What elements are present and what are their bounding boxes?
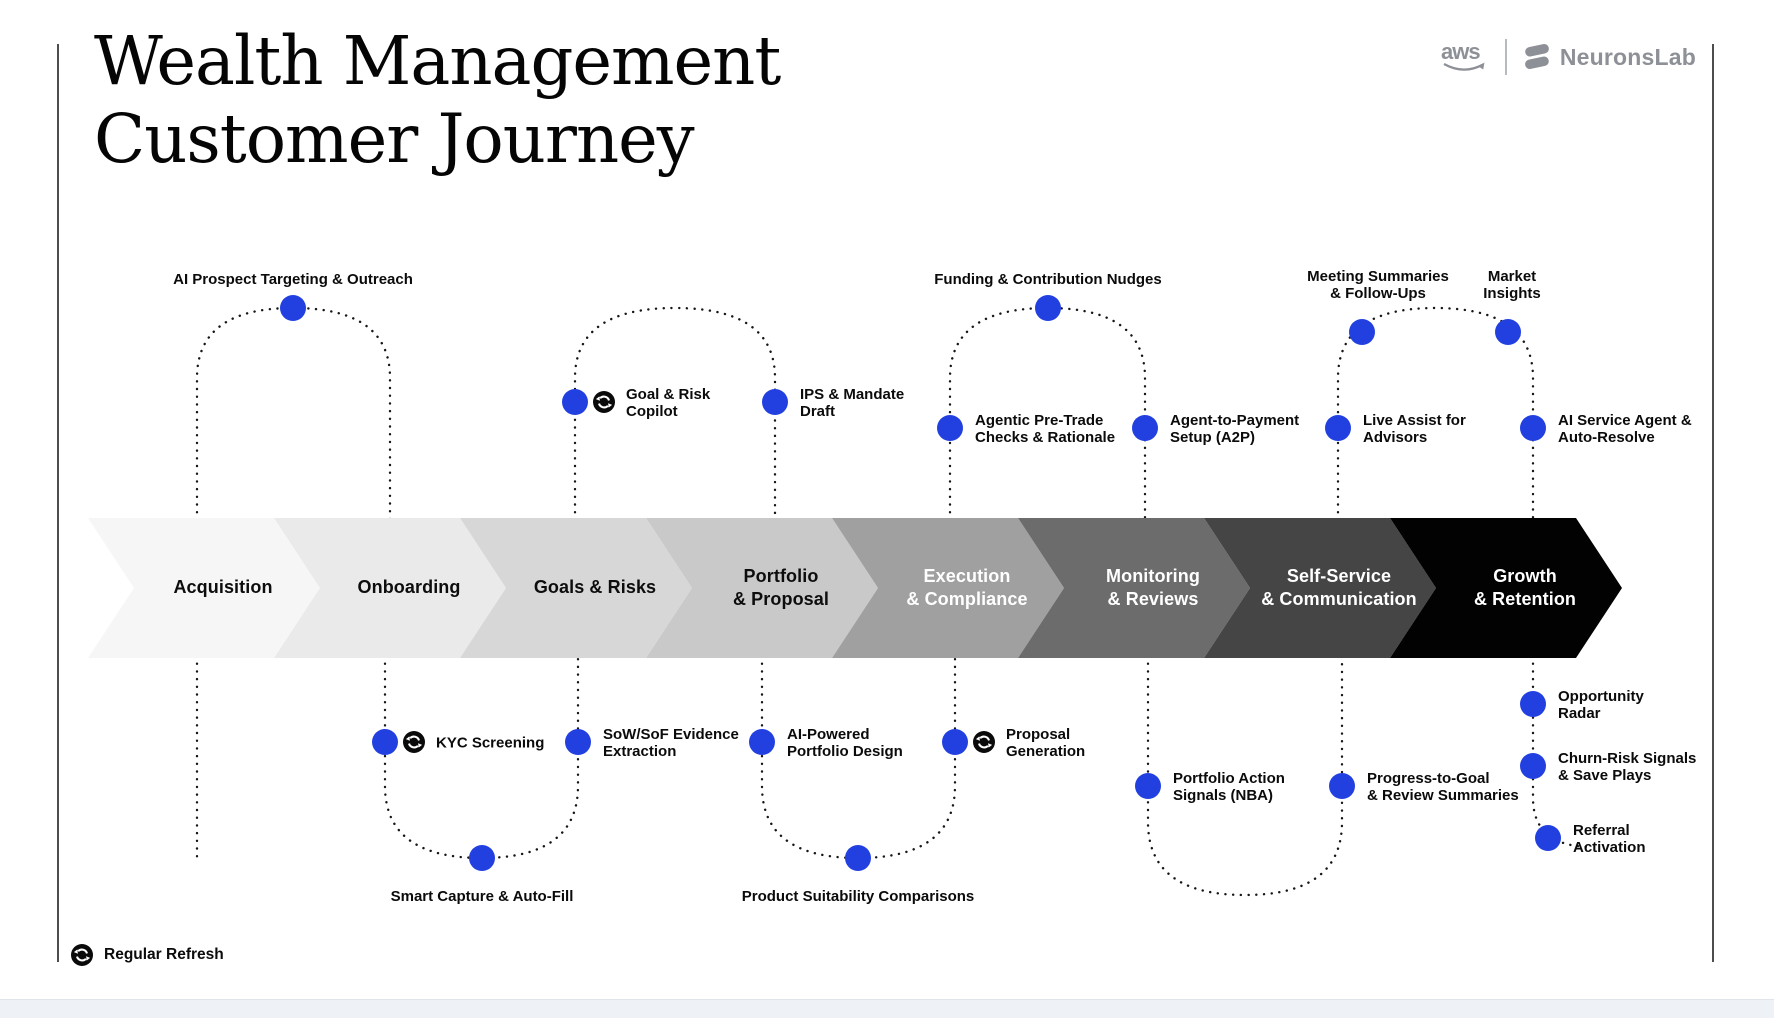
neuronslab-logo: NeuronsLab xyxy=(1522,43,1696,71)
stage-label: Execution xyxy=(923,565,1011,586)
ai-powered-portfolio-design-dot xyxy=(749,729,775,755)
aws-logo-text: aws xyxy=(1441,39,1480,64)
agent-to-payment-setup-dot xyxy=(1132,415,1158,441)
legend-regular-refresh: Regular Refresh xyxy=(70,943,224,967)
regular-refresh-icon xyxy=(70,943,94,967)
page-title: Wealth Management Customer Journey xyxy=(94,22,781,179)
stage-portfolio-proposal: Portfolio & Proposal xyxy=(646,518,878,658)
live-assist-advisors-dot xyxy=(1325,415,1351,441)
right-frame-rule xyxy=(1712,44,1714,962)
churn-risk-signals-save-plays-label: Churn-Risk Signals& Save Plays xyxy=(1558,749,1697,784)
stage-label: Monitoring xyxy=(1106,565,1200,586)
sow-sof-evidence-extraction-dot xyxy=(565,729,591,755)
goal-risk-copilot-dot xyxy=(562,389,588,415)
arc-bottom-portfolio xyxy=(760,654,957,860)
meeting-summaries-followups-dot xyxy=(1349,319,1375,345)
header-logos: aws NeuronsLab xyxy=(1438,38,1696,76)
left-frame-rule xyxy=(57,44,59,962)
neuronslab-icon xyxy=(1524,43,1549,70)
funding-contribution-nudges-label: Funding & Contribution Nudges xyxy=(934,270,1162,288)
product-suitability-comparisons-label: Product Suitability Comparisons xyxy=(741,888,975,905)
regular-refresh-icon xyxy=(972,730,996,754)
regular-refresh-icon xyxy=(592,390,616,414)
neuronslab-logo-text: NeuronsLab xyxy=(1559,43,1696,70)
arc-bottom-monitoring xyxy=(1146,654,1344,897)
aws-smile-arrowhead xyxy=(1478,62,1485,70)
kyc-screening-label: KYC Screening xyxy=(436,734,545,752)
stage-label: Acquisition xyxy=(173,577,273,598)
page-title-line1: Wealth Management xyxy=(94,22,781,100)
churn-risk-signals-save-plays-dot xyxy=(1520,753,1546,779)
stage-label: & Proposal xyxy=(732,589,830,609)
meeting-summaries-followups-label: Meeting Summaries& Follow-Ups xyxy=(1307,267,1449,302)
referral-activation-dot xyxy=(1535,825,1561,851)
ips-mandate-draft-dot xyxy=(762,389,788,415)
stage-label: & Compliance xyxy=(906,589,1028,609)
footer-strip xyxy=(0,999,1774,1018)
stage-label: & Communication xyxy=(1261,589,1417,609)
stage-label: Goals & Risks xyxy=(533,577,657,598)
aws-logo: aws xyxy=(1438,38,1490,76)
stage-label: Self-Service xyxy=(1286,565,1392,586)
stage-label: Onboarding xyxy=(357,577,461,598)
regular-refresh-icon xyxy=(402,730,426,754)
ai-prospect-targeting-dot xyxy=(280,295,306,321)
arc-top-selfservice xyxy=(1336,306,1535,522)
ai-prospect-targeting-label: AI Prospect Targeting & Outreach xyxy=(173,270,413,288)
page-title-line2: Customer Journey xyxy=(94,100,695,179)
stage-label: Growth xyxy=(1493,565,1557,586)
smart-capture-autofill-label: Smart Capture & Auto-Fill xyxy=(390,888,574,905)
market-insights-dot xyxy=(1495,319,1521,345)
logo-divider xyxy=(1504,39,1507,75)
ai-service-agent-auto-resolve-label: AI Service Agent &Auto-Resolve xyxy=(1558,411,1692,446)
smart-capture-autofill-dot xyxy=(469,845,495,871)
portfolio-action-signals-nba-dot xyxy=(1135,773,1161,799)
ai-service-agent-auto-resolve-dot xyxy=(1520,415,1546,441)
opportunity-radar-dot xyxy=(1520,691,1546,717)
arc-bottom-onboarding xyxy=(383,654,580,860)
kyc-screening-dot xyxy=(372,729,398,755)
stage-label: Portfolio xyxy=(743,565,819,586)
stage-label: & Retention xyxy=(1473,589,1577,609)
stage-label: & Reviews xyxy=(1107,589,1199,609)
progress-to-goal-review-summaries-label: Progress-to-Goal& Review Summaries xyxy=(1367,769,1519,804)
funding-contribution-nudges-dot xyxy=(1035,295,1061,321)
proposal-generation-dot xyxy=(942,729,968,755)
progress-to-goal-review-summaries-dot xyxy=(1329,773,1355,799)
agentic-pretrade-checks-dot xyxy=(937,415,963,441)
product-suitability-comparisons-dot xyxy=(845,845,871,871)
legend-label: Regular Refresh xyxy=(104,946,224,963)
